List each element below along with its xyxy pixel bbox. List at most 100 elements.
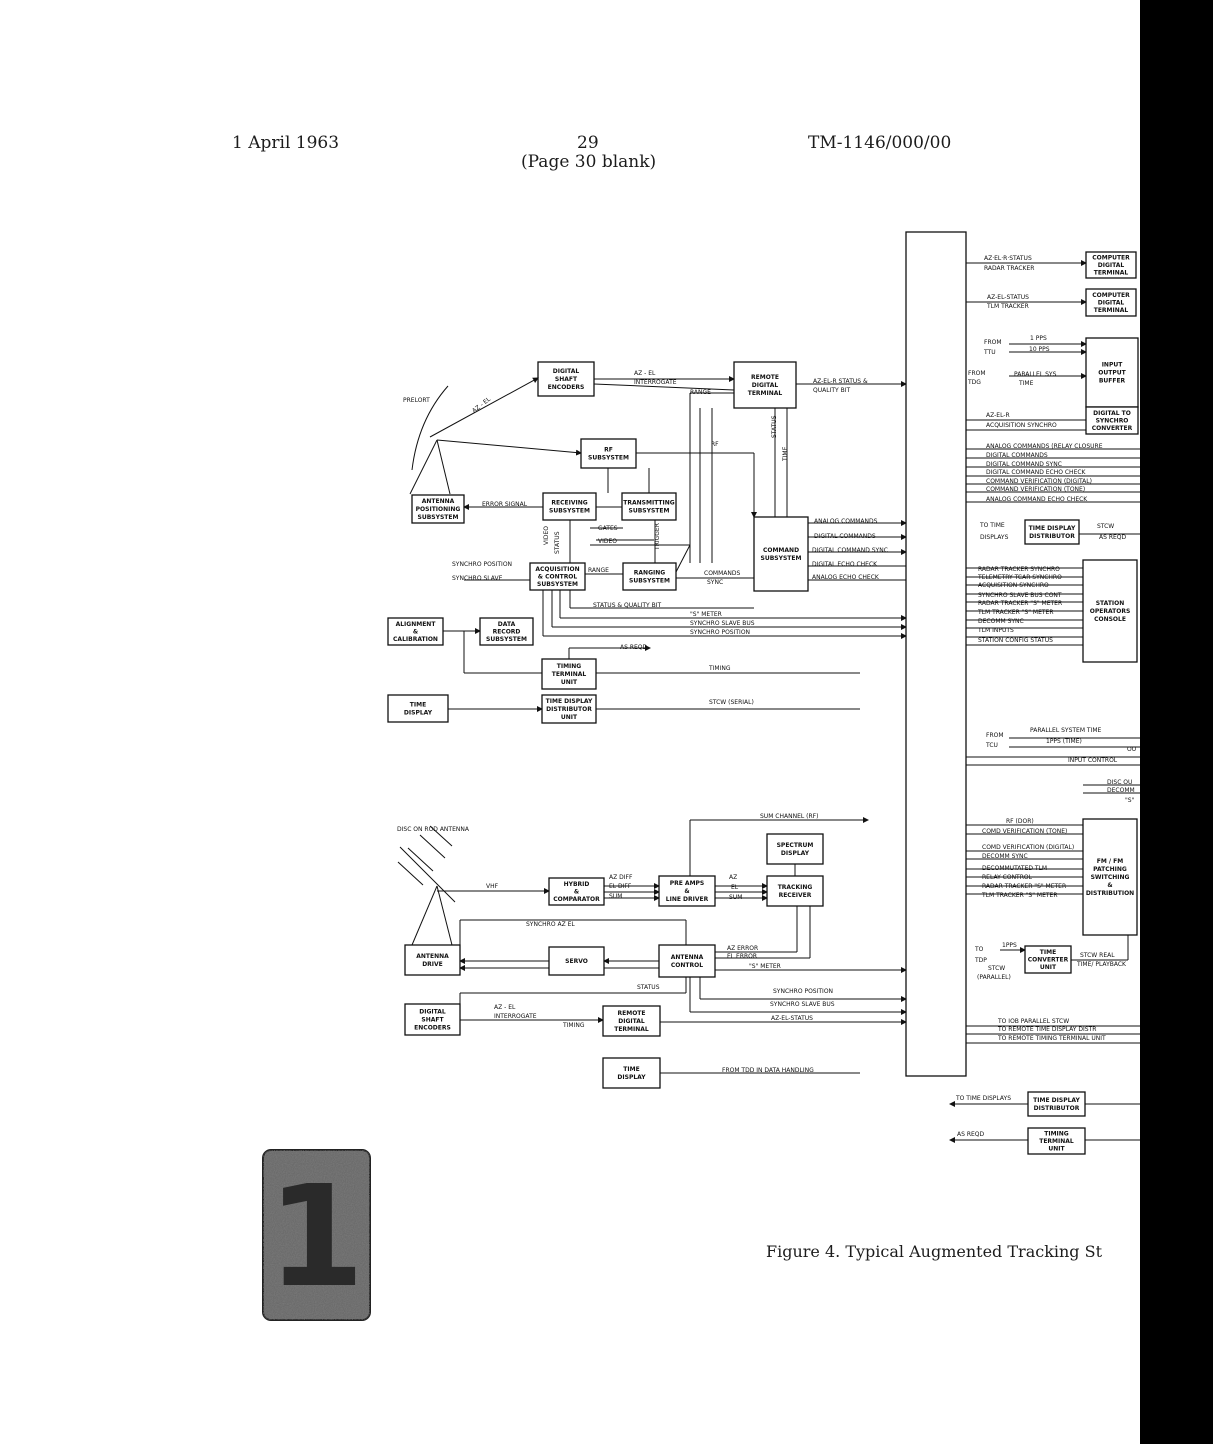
signal-label-r-tcu: TCU [985,742,998,749]
signal-label-r-digital-command-sync: DIGITAL COMMAND SYNC [986,461,1062,468]
block-label: COMMAND [763,547,799,554]
block-label: ACQUISITION [535,566,579,573]
block-label: ANTENNA [422,498,455,505]
signal-label-r-ou: OU [1127,746,1136,753]
signal-label-r-acq-synchro: ACQUISITION SYNCHRO [986,422,1057,429]
block-label: LINE DRIVER [666,896,709,903]
block-label: DISTRIBUTOR [1029,533,1075,540]
block-label: DIGITAL [618,1018,645,1025]
signal-label-r-decommutated-tlm: DECOMMUTATED TLM [982,865,1047,872]
block-label: SERVO [565,958,588,965]
signal-label-synchro-position3: SYNCHRO POSITION [773,988,833,995]
signal-label-range2: RANGE [588,567,609,574]
block-label: CONSOLE [1094,616,1126,623]
block-label: DIGITAL TO [1093,410,1131,417]
block-label: DIGITAL [752,382,779,389]
block-label: TIME DISPLAY [1029,525,1076,532]
block-label: SUBSYSTEM [588,455,629,462]
signal-label-as-reqd: AS REQD [620,644,648,651]
block-label: DISTRIBUTION [1086,890,1134,897]
tab-number: 1 [267,1156,364,1319]
signal-label-video: VIDEO [598,538,617,545]
station-program-board [905,231,967,1077]
signal-label-r-disc-ou: DISC OU [1107,779,1132,786]
figure-caption: Figure 4. Typical Augmented Tracking St [766,1242,1103,1261]
signal-label-r-as-reqd: AS REQD [1099,534,1127,541]
signal-label-timing-b: TIMING [562,1022,585,1029]
block-label: TIME [623,1066,639,1073]
block-label: INPUT [1102,362,1124,369]
signal-label-error-signal: ERROR SIGNAL [482,501,528,508]
signal-label-az-error: AZ ERROR [727,945,758,952]
signal-label-r-radar-tracker-s2: RADAR TRACKER "S" METER [982,883,1066,890]
block-label: DIGITAL [419,1009,446,1016]
signal-label-r-stcw-parallel: STCW [988,965,1005,972]
block-label: RANGING [634,570,665,577]
signal-label-status: STATUS [771,415,778,438]
block-preamps: PRE AMPS&LINE DRIVER [658,875,716,907]
signal-label-r-digital-commands: DIGITAL COMMANDS [986,452,1048,459]
signal-label-r-s: "S" [1125,797,1135,804]
signal-label-r-cmd-verif-digital: COMMAND VERIFICATION (DIGITAL) [986,478,1092,485]
block-label: SUBSYSTEM [761,555,802,562]
signal-label-timing: TIMING [708,665,731,672]
signal-label-gates: GATES [598,525,618,532]
signal-line [436,439,582,456]
block-label: RF [604,447,613,454]
signal-label-r-az-el-r: AZ-EL-R [986,412,1010,419]
signal-label-r-relay-control: RELAY CONTROL [982,874,1033,881]
signal-label-r-1pps2: 1PPS [1002,942,1017,949]
signal-label-r-input-control: INPUT CONTROL [1068,757,1118,764]
header-date: 1 April 1963 [232,133,340,153]
signal-label-r-cmd-verif-digital2: COMD VERIFICATION (DIGITAL) [982,844,1074,851]
signal-label-r-decomm-sync2: DECOMM SYNC [982,853,1028,860]
block-label: PRE AMPS [670,880,705,887]
signal-label-sum-channel: SUM CHANNEL (RF) [760,813,818,820]
block-label: SUBSYSTEM [629,508,670,515]
signal-label-r-parallel-system-time: PARALLEL SYSTEM TIME [1030,727,1102,734]
header-page-note: (Page 30 blank) [521,152,657,172]
signal-label-video-v: VIDEO [543,526,550,545]
block-label: SUBSYSTEM [549,508,590,515]
block-label: STATION [1096,600,1125,607]
block-label: TRACKING [778,884,813,891]
signal-label-synchro-slave-bus: SYNCHRO SLAVE BUS [690,620,755,627]
block-label: & [574,889,579,896]
signal-label-az-el: AZ - EL [634,370,656,377]
signal-label-r-from: FROM [984,339,1002,346]
block-label: ANTENNA [416,953,449,960]
block-label: CONVERTER [1092,425,1133,432]
block-label: OPERATORS [1090,608,1131,615]
signal-label-synchro-position: SYNCHRO POSITION [452,561,512,568]
block-align: ALIGNMENT&CALIBRATION [387,617,444,646]
scan-edge-bar [1140,0,1213,1444]
signal-label-r-from2: FROM [968,370,986,377]
signal-label-r-10pps: 10 PPS [1029,346,1050,353]
block-label: DIGITAL [1098,262,1125,269]
block-label: & [1107,882,1112,889]
signal-label-r-station-config: STATION CONFIG STATUS [978,637,1053,644]
block-label: CONTROL [671,962,703,969]
signal-label-r-tlm-tracker-s2: TLM TRACKER "S" METER [981,892,1058,899]
signal-label-r-stcw: STCW [1097,523,1114,530]
signal-label-r-telemetry-tcar: TELEMETRY TCAR SYNCHRO [977,574,1062,581]
section-tab-marker: 1 [262,1149,371,1321]
signal-label-digital-command-sync: DIGITAL COMMAND SYNC [812,547,888,554]
block-label: TIME [1040,949,1056,956]
block-label: DISTRIBUTOR [1034,1105,1080,1112]
signal-label-r-tlm-tracker: TLM TRACKER [986,303,1029,310]
block-label: DRIVE [422,961,443,968]
block-label: TERMINAL [614,1026,649,1033]
signal-label-r-to-iob: TO IOB PARALLEL STCW [997,1018,1069,1025]
signal-label-from-tdd: FROM TDD IN DATA HANDLING [722,1067,814,1074]
block-label: CONVERTER [1028,957,1069,964]
block-hybrid: HYBRID&COMPARATOR [548,877,605,906]
signal-label-r-to: TO [974,946,984,953]
signal-label-r-parallel-sys: PARALLEL SYS [1014,371,1057,378]
